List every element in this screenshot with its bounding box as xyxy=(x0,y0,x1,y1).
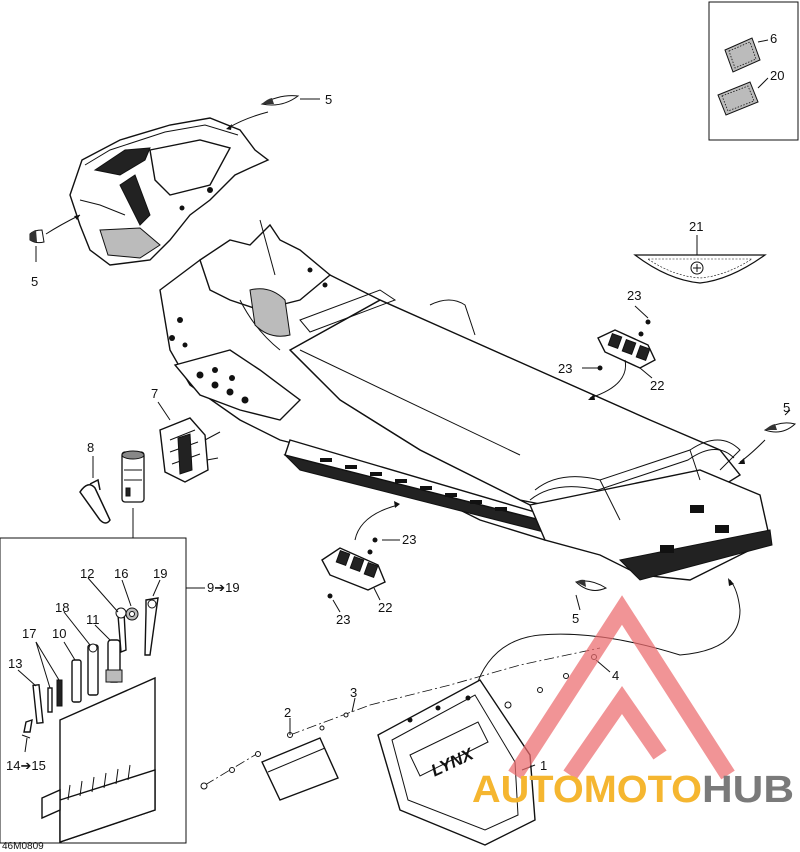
callout-3: 3 xyxy=(350,685,357,700)
callout-4: 4 xyxy=(612,668,619,683)
inset-box-6-20 xyxy=(708,1,799,141)
tool-bag xyxy=(121,450,145,503)
tool-10 xyxy=(71,659,82,703)
console-shroud xyxy=(69,117,270,266)
tool-13 xyxy=(32,684,44,724)
callout-22-lower: 22 xyxy=(378,600,392,615)
callout-21: 21 xyxy=(689,219,703,234)
chassis-frame xyxy=(159,219,773,581)
tool-kit-box xyxy=(0,537,205,844)
callout-12: 12 xyxy=(80,566,94,581)
footrest-lower xyxy=(321,537,386,599)
tool-19-spanner xyxy=(144,597,159,656)
callout-19: 19 xyxy=(153,566,167,581)
callout-5-bottom: 5 xyxy=(572,611,579,626)
side-reflector-bottom xyxy=(575,579,608,591)
callout-8: 8 xyxy=(87,440,94,455)
callout-6: 6 xyxy=(770,31,777,46)
callout-16: 16 xyxy=(114,566,128,581)
callout-20: 20 xyxy=(770,68,784,83)
callout-13: 13 xyxy=(8,656,22,671)
running-board-slots xyxy=(320,458,507,511)
mudflap-logo-plate xyxy=(409,721,489,777)
tool-11 xyxy=(105,639,123,683)
callout-5-right: 5 xyxy=(783,400,790,415)
footrest-upper xyxy=(597,319,656,371)
tool-17-a xyxy=(47,687,53,713)
callout-5-top: 5 xyxy=(325,92,332,107)
part-7-module xyxy=(159,417,221,483)
watermark-word-b: HUB xyxy=(702,769,794,811)
side-reflector-left xyxy=(29,229,45,244)
tool-18 xyxy=(87,643,99,696)
callout-23-lower-a: 23 xyxy=(402,532,416,547)
callout-22-upper: 22 xyxy=(650,378,664,393)
callout-18: 18 xyxy=(55,600,69,615)
reflector-part-6 xyxy=(724,37,761,73)
tool-17-b xyxy=(56,679,63,707)
tool-14-15-clip xyxy=(21,718,33,739)
part-8-strap xyxy=(79,478,111,524)
tool-12-wrench xyxy=(115,607,127,654)
callout-23-lower-b: 23 xyxy=(336,612,350,627)
callout-23-upper-b: 23 xyxy=(558,361,572,376)
callout-23-upper-a: 23 xyxy=(627,288,641,303)
callout-5-left: 5 xyxy=(31,274,38,289)
diagram-code: 46M0809 xyxy=(2,841,44,852)
callout-2: 2 xyxy=(284,705,291,720)
reflector-part-20 xyxy=(717,81,759,116)
mudflap-assembly xyxy=(200,578,741,846)
watermark-word-a: AUTOMOTO xyxy=(472,769,702,811)
watermark-logo: AUTOMOTO HUB xyxy=(472,595,794,811)
callout-17: 17 xyxy=(22,626,36,641)
callout-14-15: 14➔15 xyxy=(6,758,46,773)
tool-16-nut xyxy=(125,607,139,621)
side-reflector-right xyxy=(763,422,797,433)
callout-1: 1 xyxy=(540,758,547,773)
rear-decal-21 xyxy=(633,254,767,284)
callout-11: 11 xyxy=(86,612,100,627)
callout-10: 10 xyxy=(52,626,66,641)
callout-9-19: 9➔19 xyxy=(207,580,240,595)
side-reflector-top xyxy=(260,95,320,106)
callout-7: 7 xyxy=(151,386,158,401)
